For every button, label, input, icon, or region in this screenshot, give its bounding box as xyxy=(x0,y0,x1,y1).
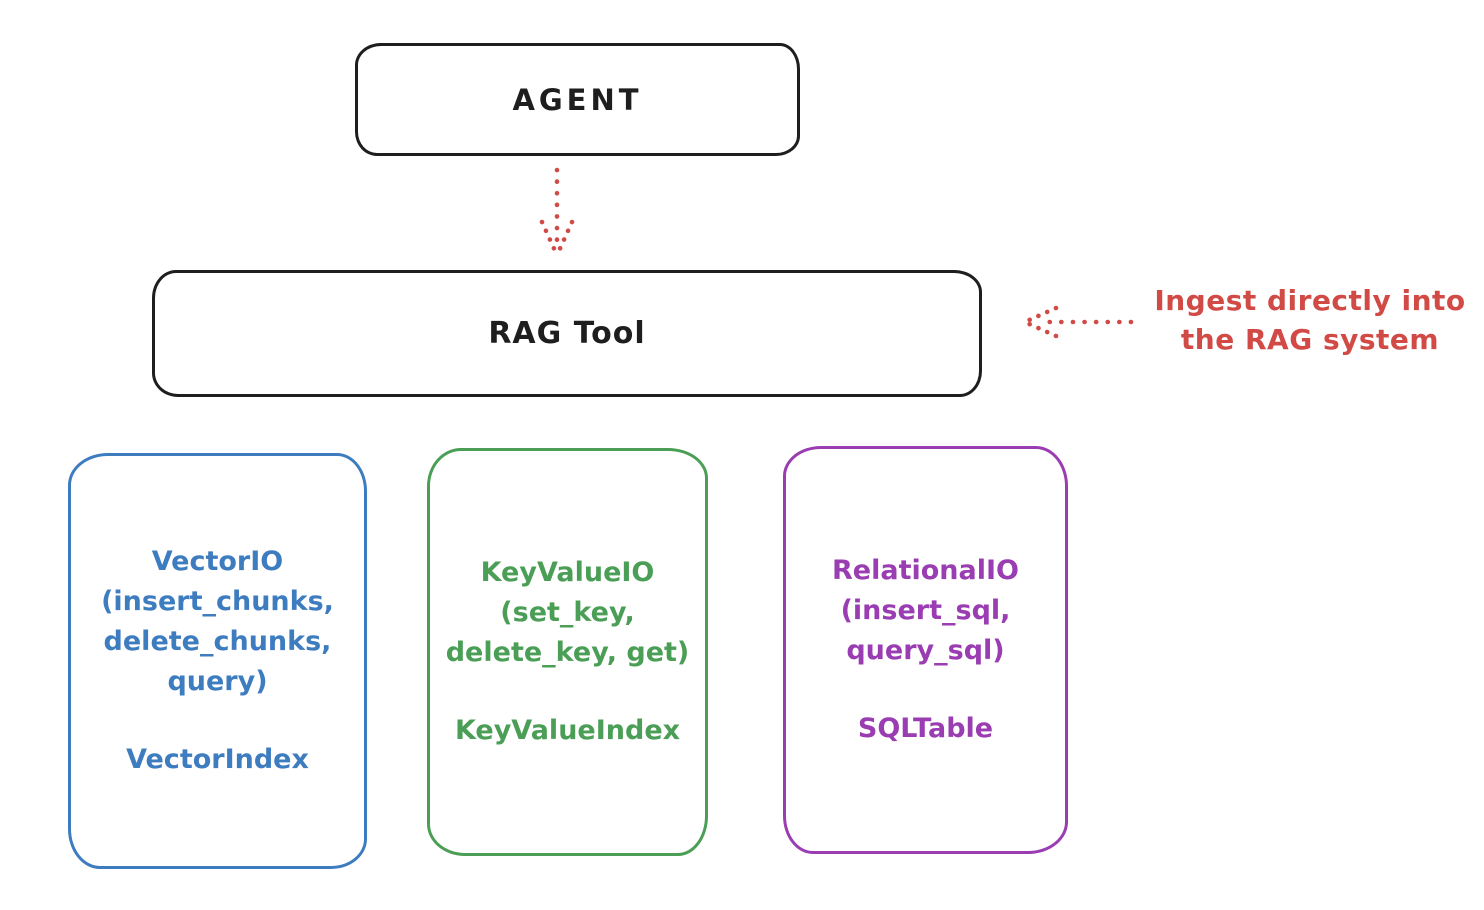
sql-table-label: SQLTable xyxy=(857,713,994,744)
relational-io-line: query_sql) xyxy=(846,635,1005,666)
dotted-arrow-down-icon xyxy=(539,167,575,256)
ingest-annotation-line2: the RAG system xyxy=(1180,323,1440,356)
vector-io-line: query) xyxy=(167,666,268,697)
relational-io-box: RelationalIO (insert_sql, query_sql) SQL… xyxy=(783,446,1068,854)
keyvalue-io-box: KeyValueIO (set_key, delete_key, get) Ke… xyxy=(427,448,708,856)
keyvalue-index-label: KeyValueIndex xyxy=(454,715,681,746)
vector-io-line: (insert_chunks, xyxy=(101,586,334,617)
vector-io-box: VectorIO (insert_chunks, delete_chunks, … xyxy=(68,453,367,869)
vector-io-line: delete_chunks, xyxy=(103,626,332,657)
rag-tool-box: RAG Tool xyxy=(152,270,982,397)
relational-io-line: (insert_sql, xyxy=(840,595,1011,626)
agent-label: AGENT xyxy=(512,82,643,117)
ingest-annotation-line1: Ingest directly into xyxy=(1154,284,1466,317)
agent-box: AGENT xyxy=(355,43,800,156)
vector-io-line: VectorIO xyxy=(151,546,284,577)
rag-tool-label: RAG Tool xyxy=(488,316,646,351)
ingest-annotation: Ingest directly into the RAG system xyxy=(1138,281,1482,359)
relational-io-line: RelationalIO xyxy=(832,555,1019,586)
keyvalue-io-line: (set_key, xyxy=(500,597,635,628)
keyvalue-io-line: delete_key, get) xyxy=(445,637,690,668)
dotted-arrow-left-icon xyxy=(1024,305,1134,339)
keyvalue-io-line: KeyValueIO xyxy=(480,557,655,588)
vector-index-label: VectorIndex xyxy=(126,744,309,775)
